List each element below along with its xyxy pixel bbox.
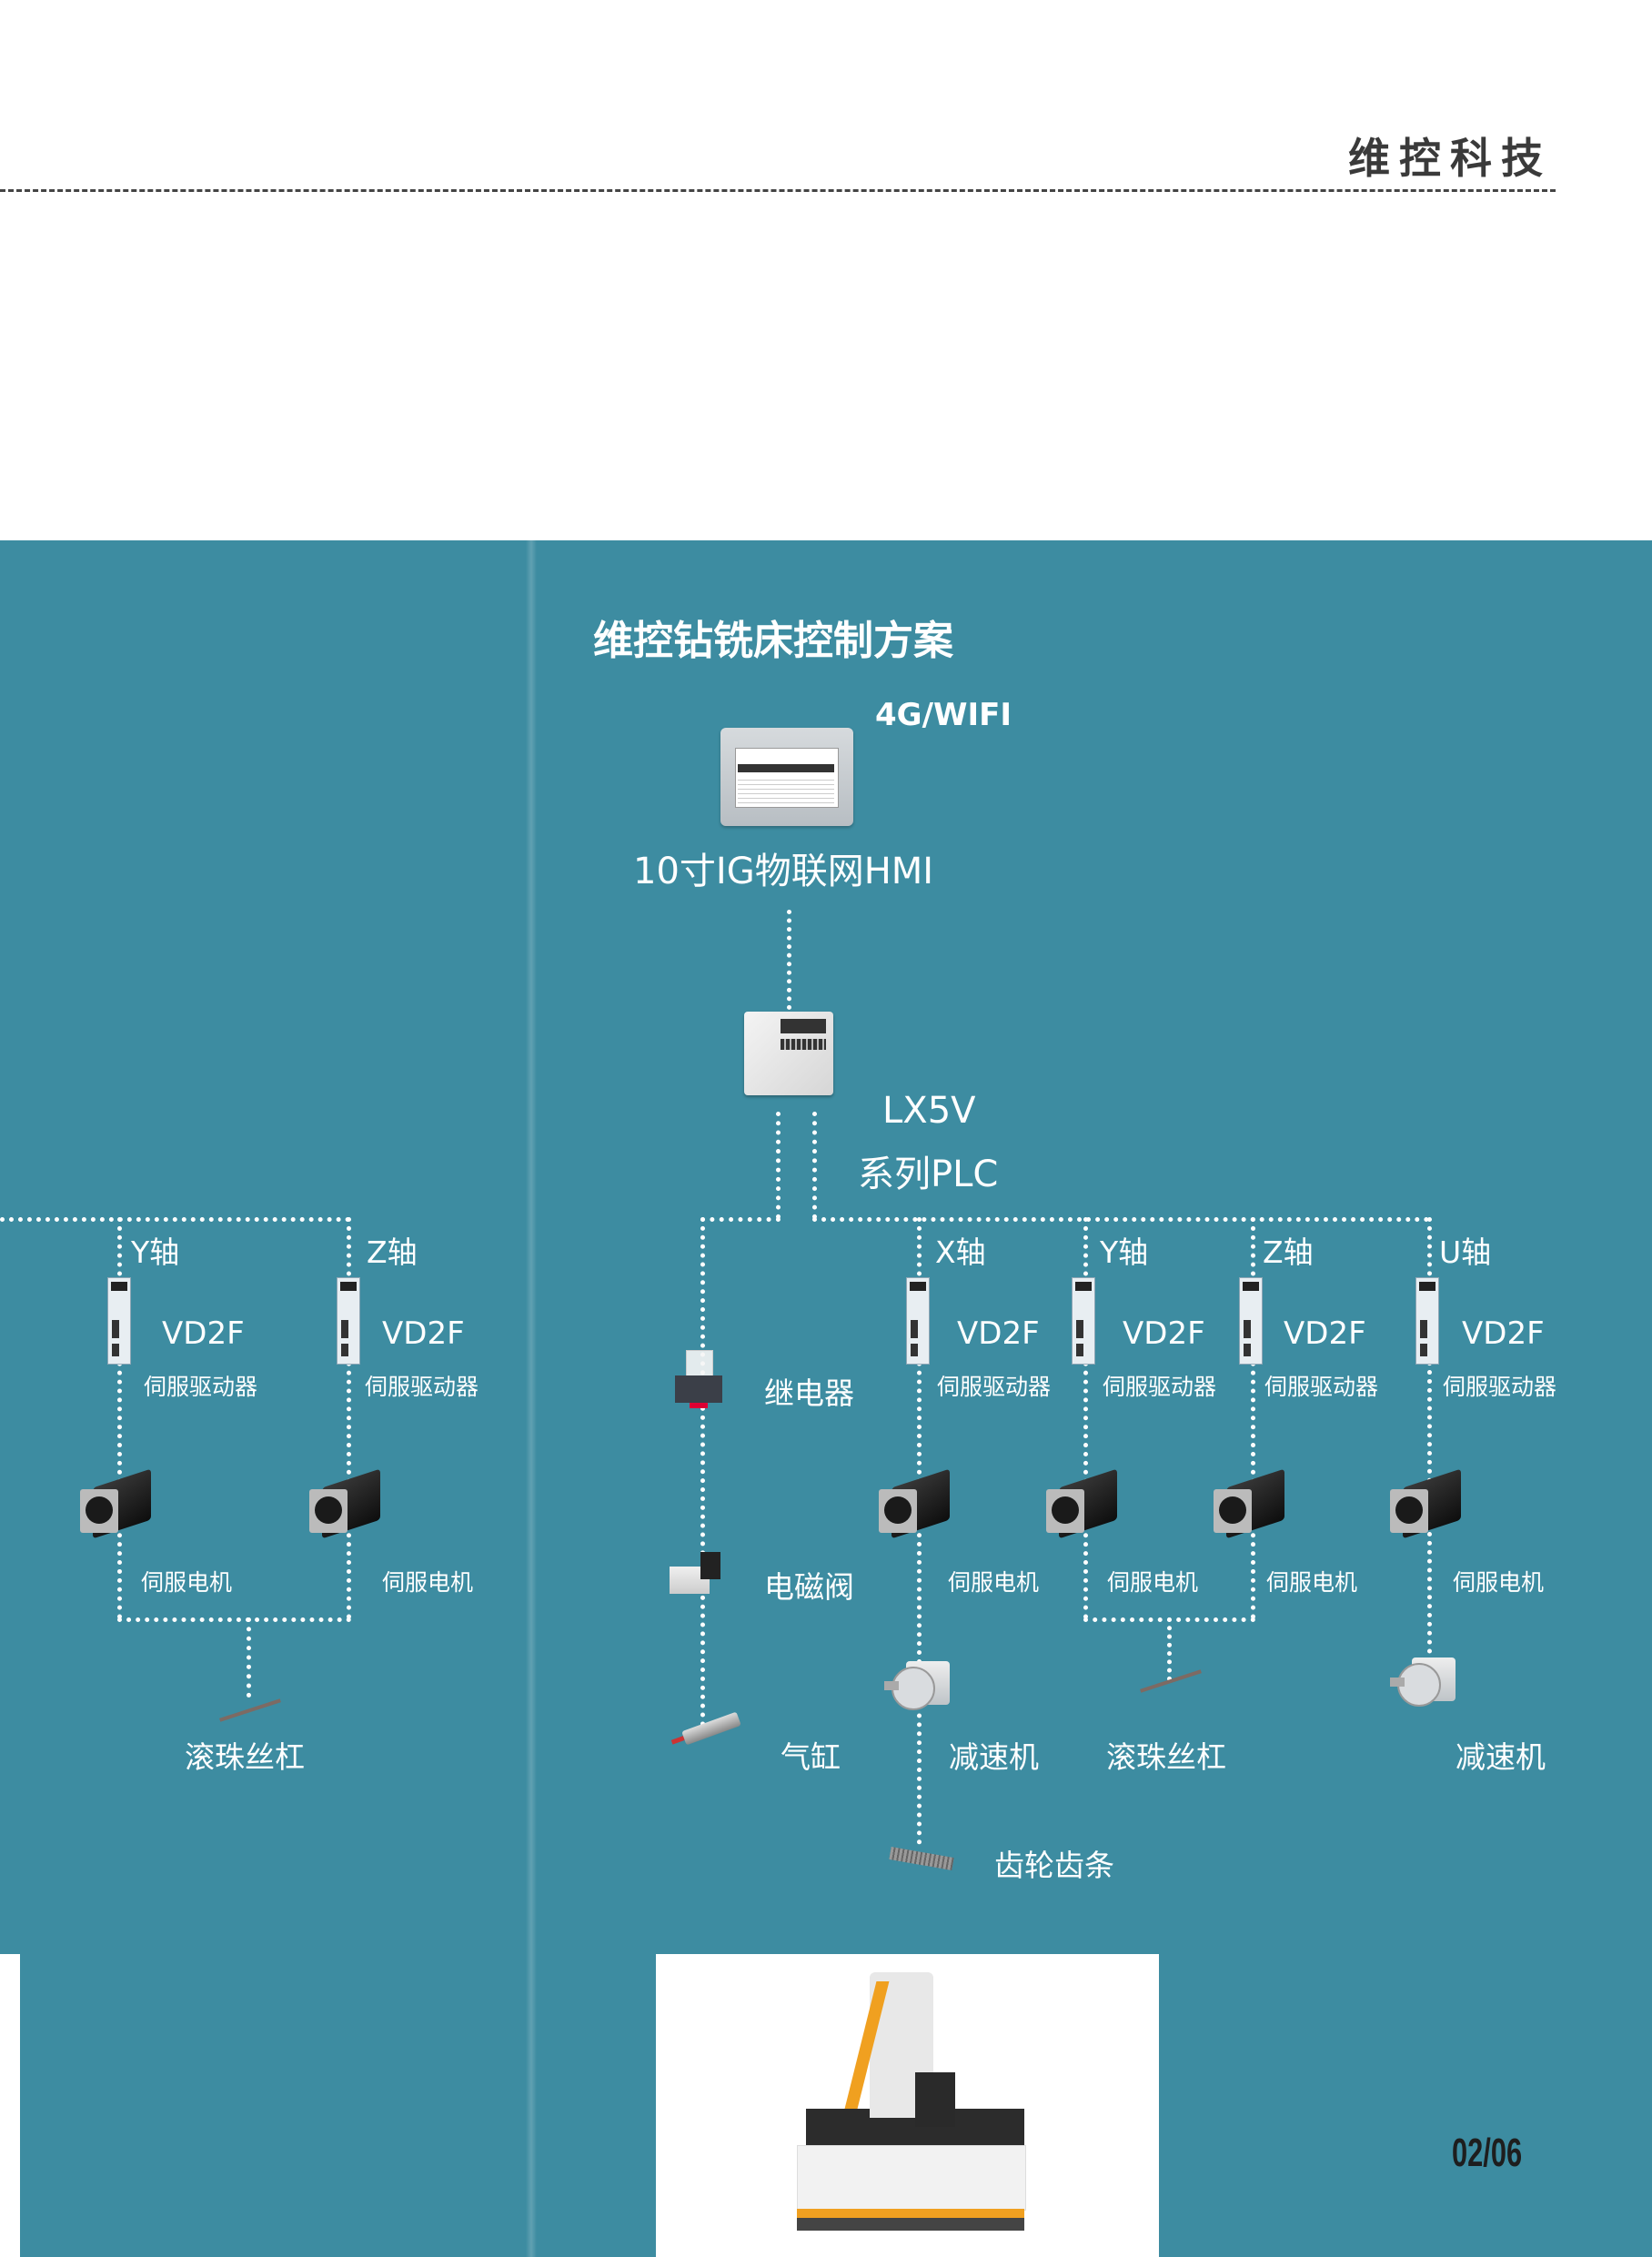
driver-label: 伺服驱动器: [1103, 1374, 1217, 1400]
servo-motor-icon: [1390, 1468, 1463, 1539]
plc-series-label: 系列PLC: [858, 1154, 999, 1195]
gear-reducer-label: 减速机: [1456, 1739, 1546, 1775]
left-axis-label: Y轴: [131, 1234, 180, 1270]
servo-driver-icon: [337, 1277, 360, 1365]
drilling-milling-machine-icon: [797, 1954, 1033, 2245]
left-photo-edge: [0, 1954, 20, 2257]
left-screw-connector: [247, 1617, 251, 1698]
axis-label: X轴: [935, 1234, 986, 1270]
motor-label: 伺服电机: [1107, 1569, 1199, 1596]
z-axis-line: [1251, 1217, 1255, 1619]
io-branch-line: [700, 1217, 705, 1727]
plc-servo-connector: [812, 1112, 817, 1219]
servo-motor-icon: [80, 1468, 153, 1539]
solenoid-valve-icon: [670, 1552, 724, 1597]
rack-pinion-label: 齿轮齿条: [994, 1848, 1114, 1883]
left-bottom-bus-line: [117, 1617, 351, 1622]
hmi-device-icon: [720, 728, 853, 826]
ball-screw-label: 滚珠丝杠: [1106, 1739, 1226, 1775]
hmi-connectivity-label: 4G/WIFI: [875, 697, 1012, 733]
servo-motor-icon: [1214, 1468, 1286, 1539]
x-axis-line: [917, 1217, 922, 1845]
driver-label: 伺服驱动器: [1264, 1374, 1379, 1400]
y-axis-line: [1083, 1217, 1088, 1619]
relay-label: 继电器: [764, 1375, 854, 1411]
motor-label: 伺服电机: [1266, 1569, 1358, 1596]
driver-model-label: VD2F: [1123, 1315, 1205, 1352]
servo-driver-icon: [1415, 1277, 1439, 1365]
driver-label: 伺服驱动器: [365, 1374, 479, 1400]
driver-label: 伺服驱动器: [937, 1374, 1052, 1400]
io-bus-line: [700, 1217, 781, 1222]
header-divider: [0, 189, 1556, 192]
motor-label: 伺服电机: [382, 1569, 474, 1596]
servo-driver-icon: [107, 1277, 131, 1365]
driver-model-label: VD2F: [1462, 1315, 1545, 1352]
plc-io-connector: [776, 1112, 781, 1219]
motor-label: 伺服电机: [948, 1569, 1040, 1596]
axis-label: U轴: [1439, 1234, 1492, 1270]
plc-model-label: LX5V: [882, 1090, 976, 1132]
driver-model-label: VD2F: [382, 1315, 465, 1352]
yz-screw-connector: [1167, 1617, 1172, 1681]
driver-label: 伺服驱动器: [1443, 1374, 1557, 1400]
relay-icon: [675, 1350, 722, 1408]
servo-motor-icon: [879, 1468, 952, 1539]
driver-label: 伺服驱动器: [144, 1374, 258, 1400]
servo-bus-line: [812, 1217, 1429, 1222]
brand-title: 维控科技: [1348, 134, 1552, 183]
axis-label: Z轴: [1263, 1234, 1314, 1270]
page-fold-seam: [526, 540, 537, 2257]
servo-driver-icon: [1072, 1277, 1095, 1365]
servo-motor-icon: [309, 1468, 382, 1539]
diagram-title: 维控钻铣床控制方案: [593, 618, 953, 664]
motor-label: 伺服电机: [141, 1569, 233, 1596]
left-servo-bus-line: [0, 1217, 350, 1222]
u-axis-line: [1427, 1217, 1432, 1654]
hmi-label: 10寸IG物联网HMI: [633, 851, 934, 892]
air-cylinder-label: 气缸: [781, 1739, 841, 1775]
driver-model-label: VD2F: [162, 1315, 245, 1352]
plc-device-icon: [744, 1012, 833, 1095]
servo-driver-icon: [906, 1277, 930, 1365]
servo-driver-icon: [1239, 1277, 1263, 1365]
motor-label: 伺服电机: [1453, 1569, 1545, 1596]
left-axis-label: Z轴: [367, 1234, 418, 1270]
ball-screw-label: 滚珠丝杠: [185, 1739, 305, 1775]
left-y-axis-line: [117, 1217, 122, 1619]
solenoid-valve-label: 电磁阀: [764, 1569, 854, 1605]
gear-reducer-icon: [884, 1657, 952, 1714]
driver-model-label: VD2F: [957, 1315, 1040, 1352]
gear-reducer-label: 减速机: [949, 1739, 1039, 1775]
servo-motor-icon: [1046, 1468, 1119, 1539]
hmi-plc-connector: [787, 910, 791, 1010]
page-number: 02/06: [1452, 2131, 1523, 2175]
gear-reducer-icon: [1390, 1654, 1457, 1710]
driver-model-label: VD2F: [1284, 1315, 1366, 1352]
axis-label: Y轴: [1100, 1234, 1149, 1270]
left-z-axis-line: [347, 1217, 351, 1619]
